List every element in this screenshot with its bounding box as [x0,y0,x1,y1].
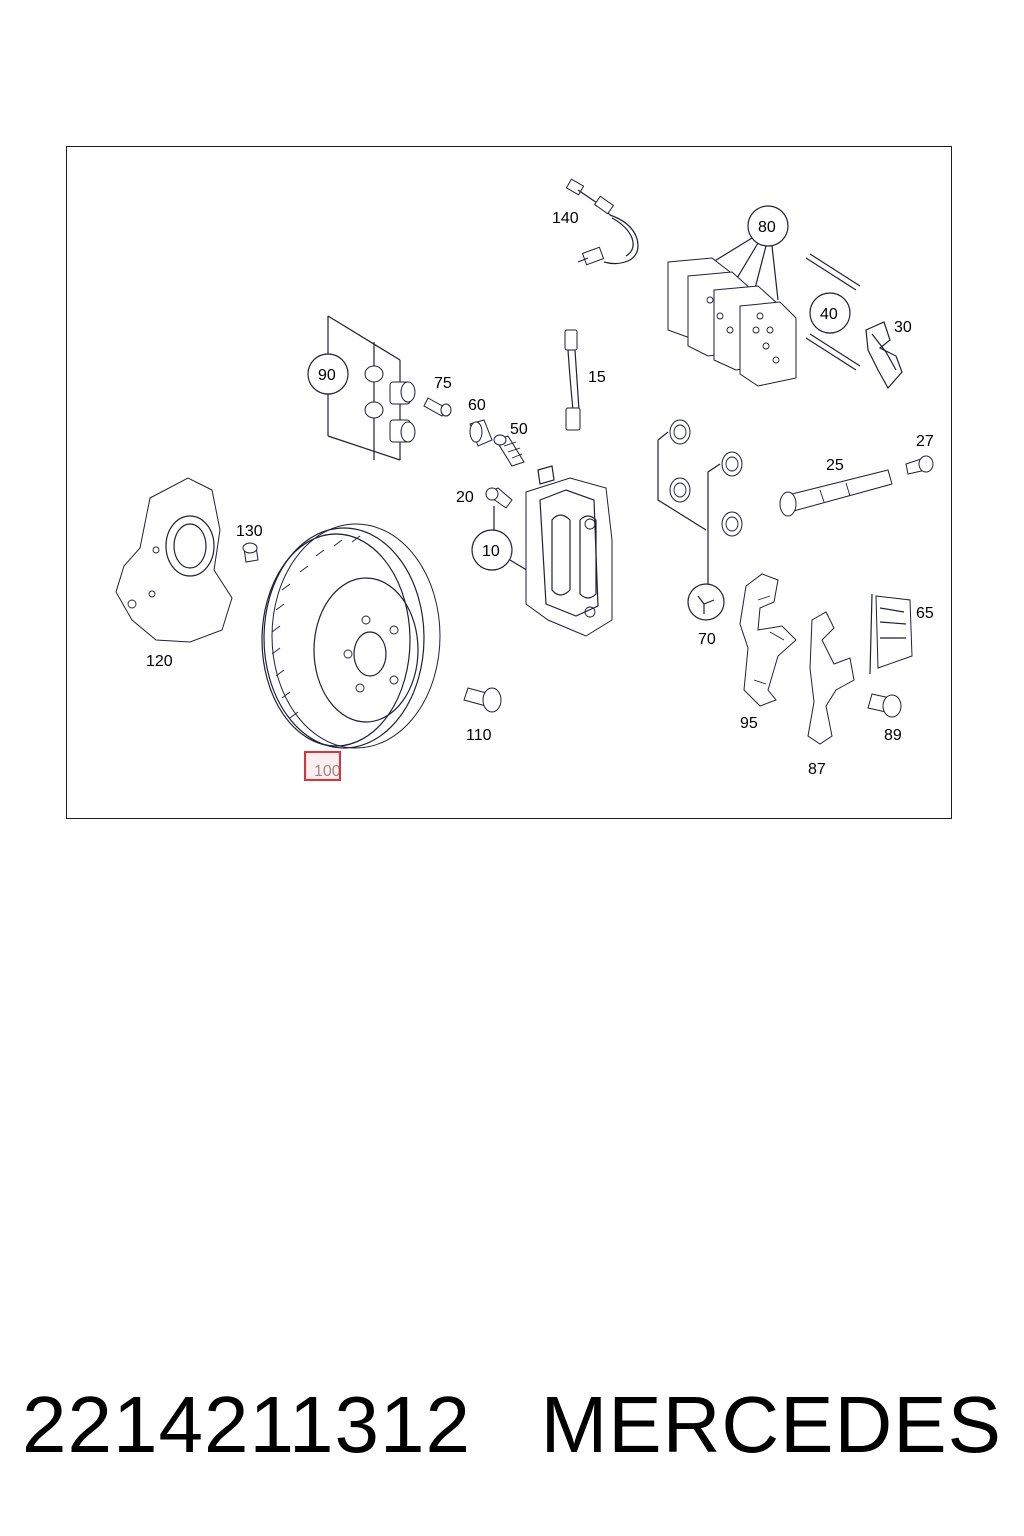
bleeder-75 [423,397,452,417]
cap-60 [469,419,493,447]
label-27[interactable]: 27 [916,433,934,450]
brake-disc-100 [261,523,441,749]
label-30[interactable]: 30 [894,319,912,336]
bolt-89 [867,693,902,718]
diagram-frame [66,146,952,819]
label-80[interactable]: 80 [758,219,776,236]
label-130[interactable]: 130 [236,523,263,540]
bolt-110 [463,687,502,713]
label-50[interactable]: 50 [510,421,528,438]
guide-pins-40 [805,253,861,371]
label-60[interactable]: 60 [468,397,486,414]
label-87[interactable]: 87 [808,761,826,778]
label-20[interactable]: 20 [456,489,474,506]
label-70[interactable]: 70 [698,631,716,648]
label-120[interactable]: 120 [146,653,173,670]
highlight-box-100 [304,751,341,781]
label-95[interactable]: 95 [740,715,758,732]
label-90[interactable]: 90 [318,367,336,384]
bleed-screw-50 [493,434,525,467]
brake-pads-80 [667,205,797,387]
spring-87 [807,611,855,745]
caliper-10 [471,465,613,637]
bracket-95 [739,573,797,707]
label-65[interactable]: 65 [916,605,934,622]
sensor-65 [869,593,913,675]
label-10[interactable]: 10 [482,543,500,560]
label-15[interactable]: 15 [588,369,606,386]
label-25[interactable]: 25 [826,457,844,474]
part-number: 2214211312 [22,1380,471,1469]
label-110[interactable]: 110 [466,727,492,744]
label-40[interactable]: 40 [820,306,838,323]
label-89[interactable]: 89 [884,727,902,744]
orings-70 [657,419,743,621]
spring-clip-30 [865,321,903,390]
label-140[interactable]: 140 [552,210,579,227]
backing-plate-120 [115,477,233,643]
label-75[interactable]: 75 [434,375,452,392]
brand-name: MERCEDES [540,1380,1002,1469]
brake-hose-15 [564,329,581,431]
bolt-130 [242,542,259,563]
wear-sensor-140 [565,178,639,266]
footer: 2214211312 MERCEDES [0,1370,1024,1480]
bolt-27 [905,455,934,475]
seal-kit-90 [307,315,416,461]
guide-pin-25 [779,469,893,517]
